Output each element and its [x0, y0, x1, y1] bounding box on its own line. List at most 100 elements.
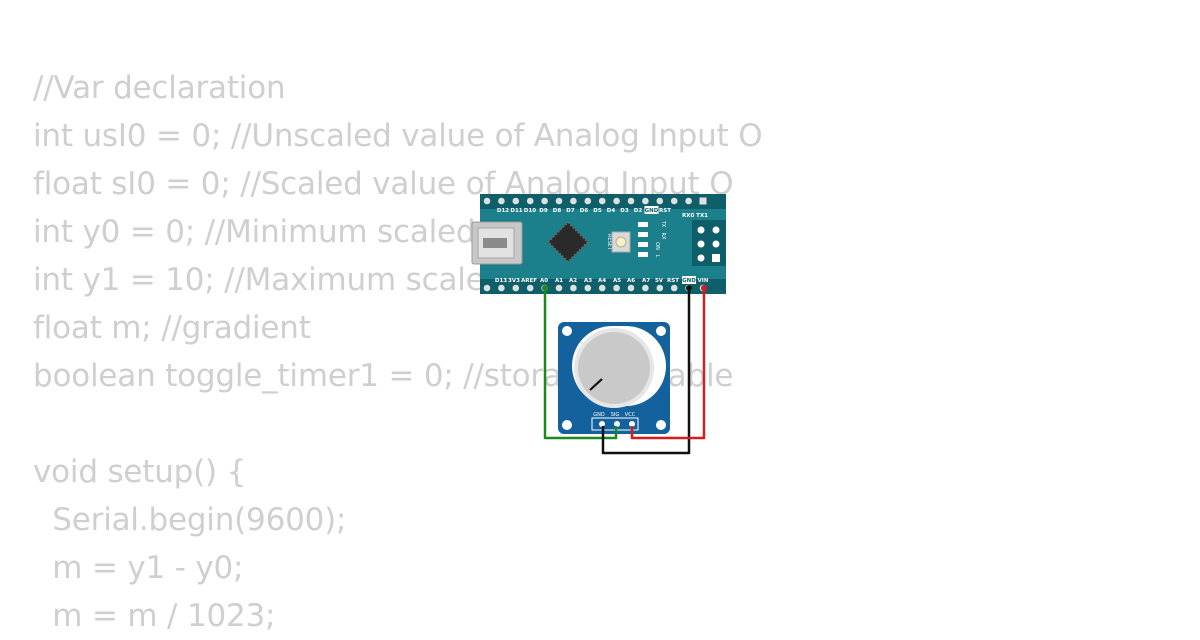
code-line: Serial.begin(9600); [33, 502, 347, 538]
code-line: int usI0 = 0; //Unscaled value of Analog… [33, 118, 763, 154]
led-rx [638, 232, 648, 237]
header-pin[interactable] [498, 197, 505, 205]
pin-label: A7 [642, 278, 650, 284]
gnd-label-bg [644, 206, 659, 214]
potentiometer-module[interactable]: GND SIG VCC [558, 322, 670, 434]
led-on [638, 242, 648, 247]
led-l [638, 252, 648, 257]
code-line: void setup() { [33, 454, 247, 490]
header-pin[interactable] [685, 197, 692, 205]
wire-end-vin [701, 285, 707, 291]
code-line: float sI0 = 0; //Scaled value of Analog … [33, 166, 734, 202]
header-pin[interactable] [483, 197, 491, 205]
serial-label: RX0 TX1 [682, 213, 708, 219]
pin-label: 3V3 [508, 278, 520, 284]
header-pin[interactable] [555, 284, 563, 292]
pin-label: A6 [627, 278, 635, 284]
pot-pin-vcc[interactable] [629, 421, 635, 427]
microcontroller-chip [546, 220, 590, 264]
led-tx [638, 222, 648, 227]
pin-label: GND [645, 208, 659, 214]
wire-end-gnd [686, 285, 692, 291]
pin-label: D8 [553, 208, 562, 214]
pot-pin-gnd[interactable] [599, 421, 605, 427]
pot-knob-indicator [589, 378, 603, 391]
header-pin[interactable] [627, 284, 635, 292]
pin-label: GND [682, 278, 696, 284]
pin-label: D11 [510, 208, 522, 214]
header-pin[interactable] [555, 197, 563, 205]
pot-knob[interactable] [578, 332, 650, 404]
pin-label: D6 [580, 208, 589, 214]
header-pin[interactable] [526, 197, 534, 205]
pot-pin-sig[interactable] [614, 421, 620, 427]
header-pin[interactable] [526, 284, 534, 292]
code-line: m = m / 1023; [33, 598, 276, 634]
mount-hole [656, 326, 666, 336]
header-pin[interactable] [598, 197, 606, 205]
header-pin[interactable] [670, 197, 678, 205]
gnd-label-bg [682, 276, 696, 284]
header-pin[interactable] [598, 284, 606, 292]
pin-label: A5 [613, 278, 621, 284]
header-pin[interactable] [512, 197, 520, 205]
wire-vin-to-vcc[interactable] [630, 288, 706, 440]
header-pin[interactable] [584, 284, 592, 292]
header-pin[interactable] [613, 197, 620, 205]
led-label-rx: RX [660, 233, 666, 240]
reset-label: RESET [606, 234, 612, 251]
header-pin[interactable] [570, 284, 577, 292]
icsp-pins [697, 226, 720, 262]
mount-hole [656, 420, 666, 430]
pin-label: D7 [566, 208, 575, 214]
header-pin[interactable] [613, 284, 620, 292]
header-pin[interactable] [570, 197, 577, 205]
mount-hole [562, 326, 572, 336]
pin-label: A0 [540, 278, 548, 284]
header-pin[interactable] [642, 197, 649, 205]
pin-label: A2 [569, 278, 577, 284]
header-pin[interactable] [584, 197, 592, 205]
header-pin[interactable] [642, 284, 649, 292]
wire-gnd-to-gnd[interactable] [601, 288, 691, 455]
header-pin[interactable] [541, 197, 548, 205]
led-label-on: ON [654, 242, 660, 250]
pin-label: A4 [598, 278, 606, 284]
wire-end-a0 [542, 285, 548, 291]
pin-label: A3 [584, 278, 592, 284]
header-pin[interactable] [483, 284, 491, 292]
pin-label: D9 [539, 208, 548, 214]
pin-label: D10 [524, 208, 536, 214]
header-pin[interactable] [656, 284, 664, 292]
pin-label: RST [667, 278, 679, 284]
usb-port [483, 238, 507, 248]
wires [542, 285, 707, 455]
header-pin[interactable] [498, 284, 505, 292]
header-pin[interactable] [656, 197, 664, 205]
code-line: float m; //gradient [33, 310, 311, 346]
pot-pin-label-vcc: VCC [625, 412, 636, 418]
wire-a0-to-sig[interactable] [543, 288, 618, 440]
header-pin[interactable] [512, 284, 520, 292]
code-line: m = y1 - y0; [33, 550, 244, 586]
code-line: //Var declaration [33, 70, 286, 106]
reset-button-cap[interactable] [615, 236, 627, 248]
header-pin[interactable] [627, 197, 635, 205]
header-pin[interactable] [670, 284, 678, 292]
pin-label: VIN [698, 278, 709, 284]
pin-label: AREF [521, 278, 537, 284]
led-label-tx: TX [660, 220, 666, 228]
mount-hole [562, 420, 572, 430]
pin-label: D3 [620, 208, 629, 214]
pin-label: A1 [555, 278, 563, 284]
pin-label: D4 [607, 208, 616, 214]
pin-label: D2 [634, 208, 643, 214]
led-label-l: L [654, 255, 660, 258]
pin-label: 5V [655, 278, 664, 284]
header-pin[interactable] [699, 197, 707, 205]
top-pin-row [483, 197, 707, 205]
